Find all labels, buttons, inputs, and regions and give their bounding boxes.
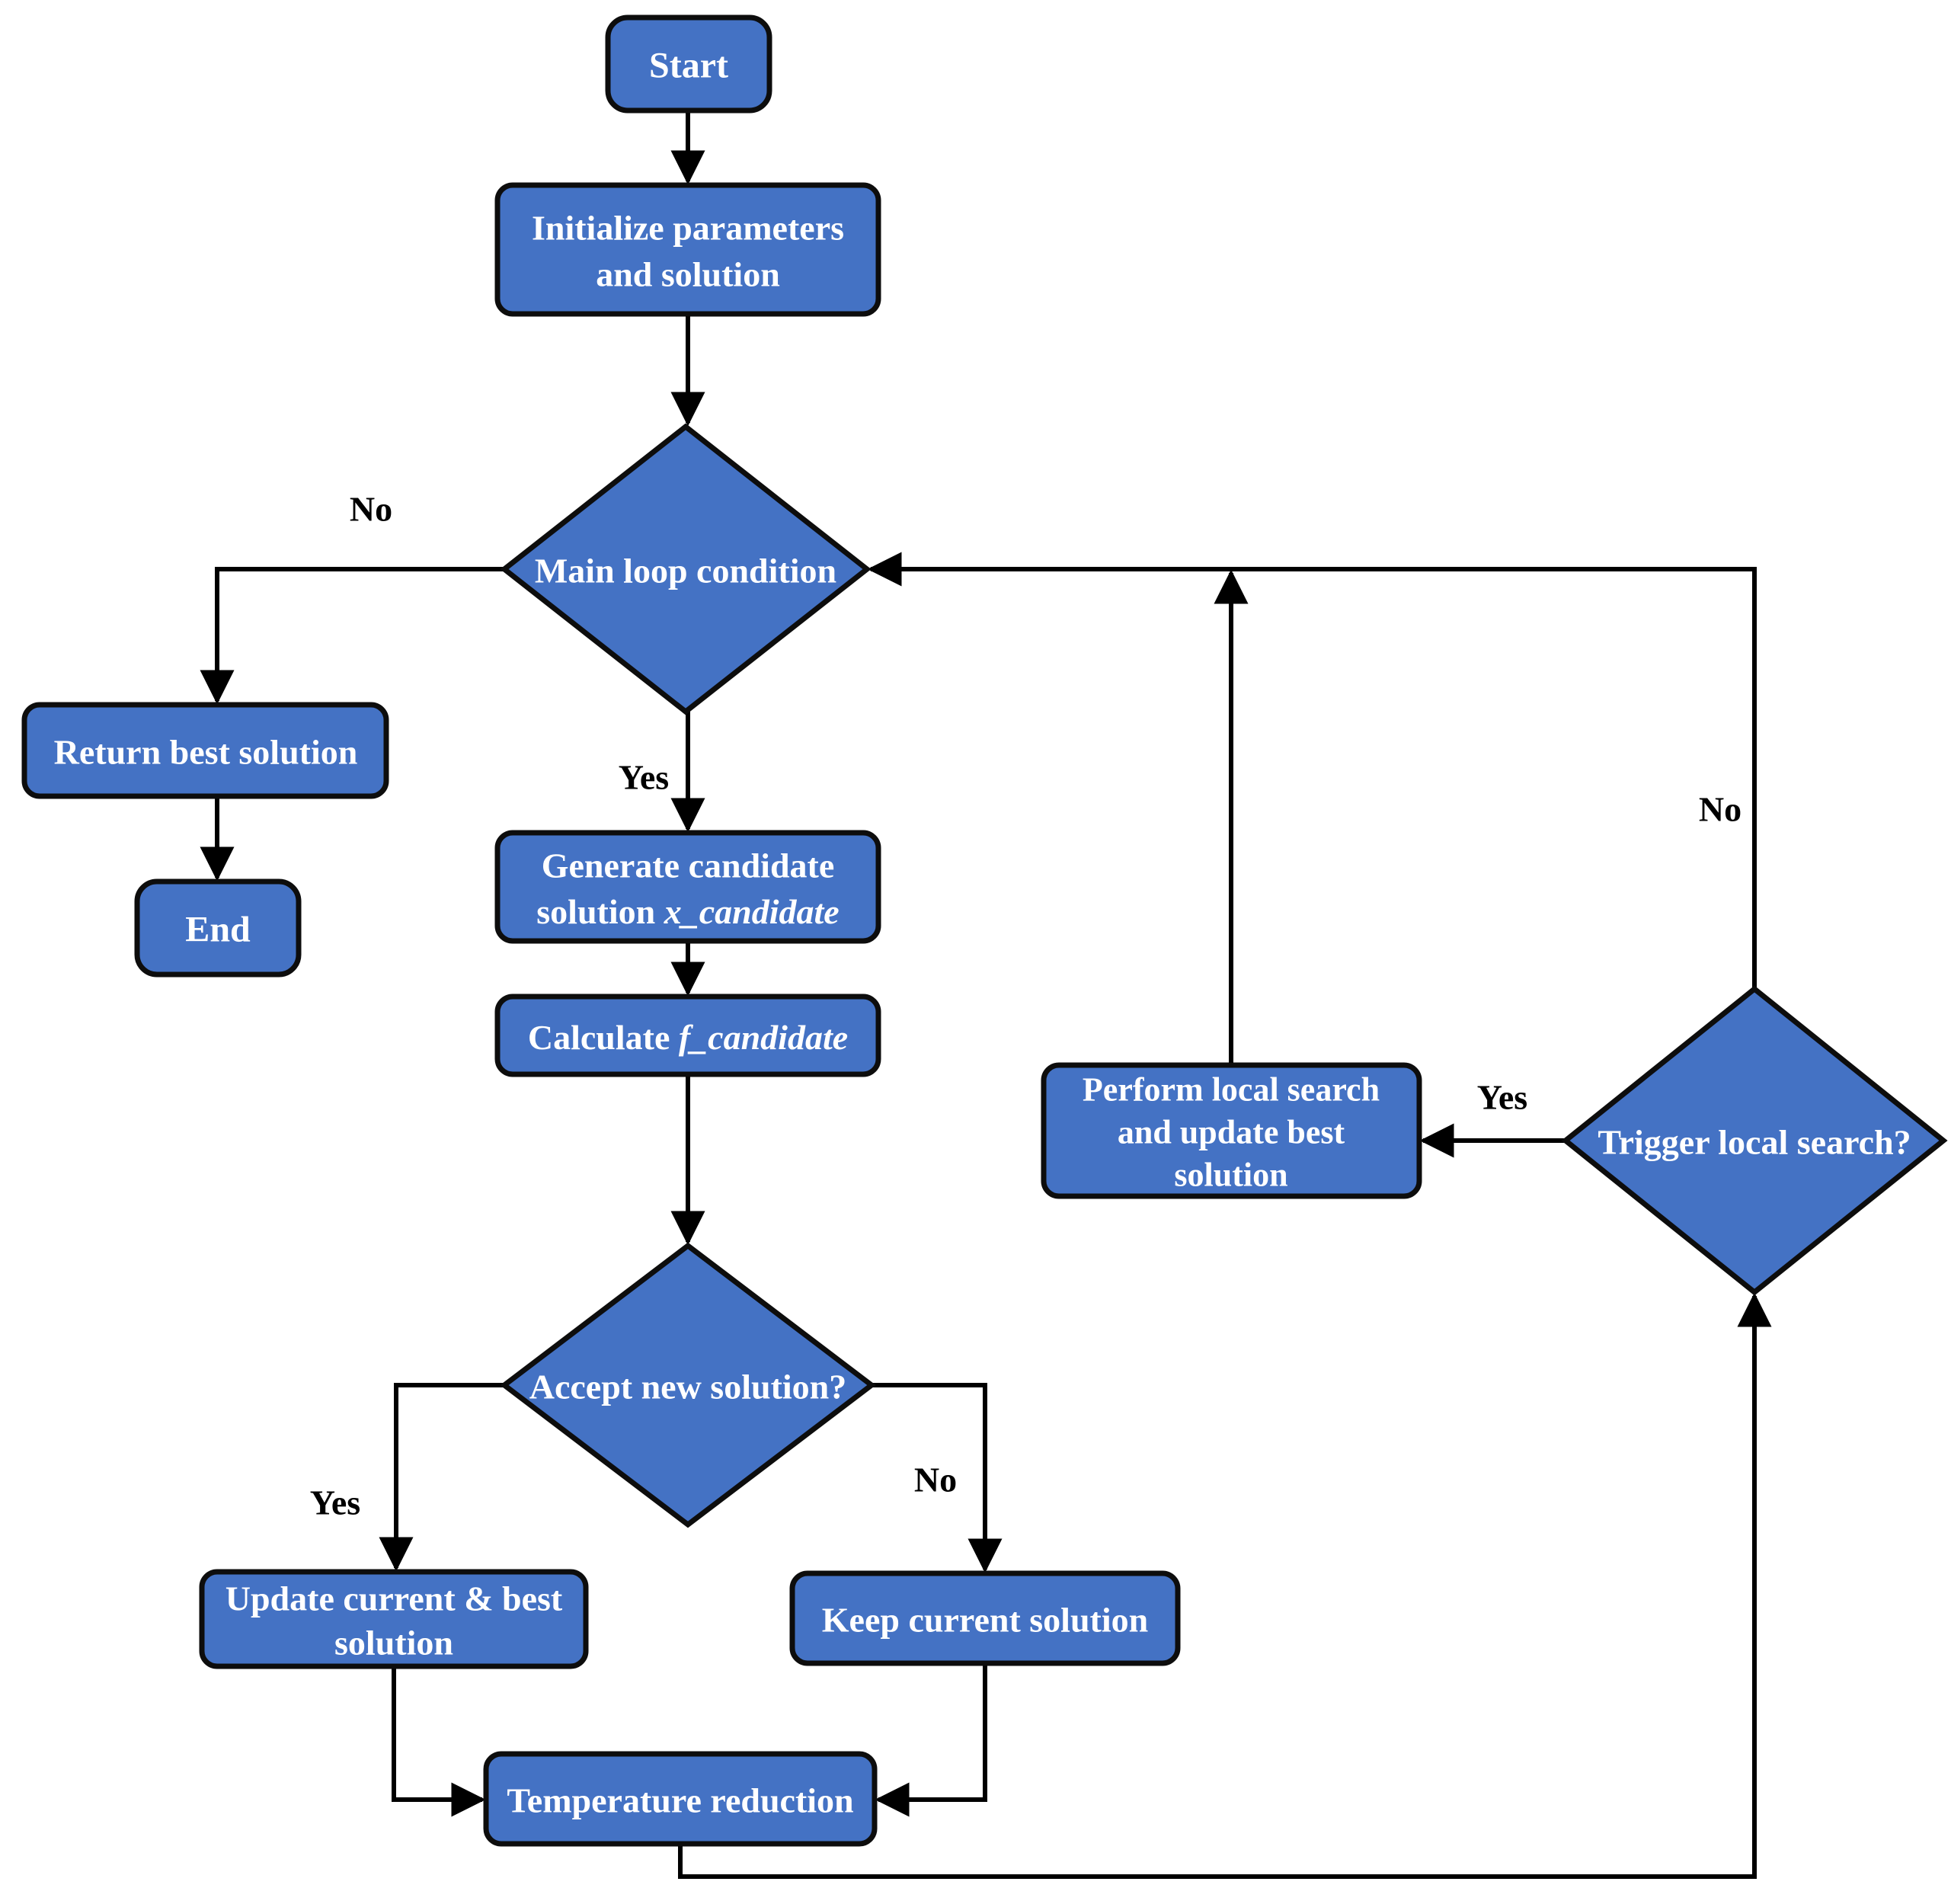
temperature-label: Temperature reduction — [507, 1781, 853, 1820]
node-accept-new-solution: Accept new solution? — [500, 1242, 876, 1528]
edge-keep-to-temperature — [875, 1663, 987, 1817]
node-initialize: Initialize parameters and solution — [494, 182, 881, 317]
label-trigger-no: No — [1699, 790, 1742, 829]
trigger-decision-shape — [1561, 985, 1948, 1296]
calculate-label: Calculate f_candidate — [528, 1018, 848, 1057]
generate-label-line2-plain: solution — [536, 892, 664, 931]
main-loop-decision-shape — [500, 423, 872, 715]
edge-mainloop-no-to-return — [200, 567, 504, 705]
node-temperature-reduction: Temperature reduction — [483, 1751, 878, 1847]
node-start: Start — [605, 14, 772, 114]
update-label-line2: solution — [334, 1624, 453, 1662]
generate-process-shape — [494, 830, 881, 944]
node-end: End — [134, 878, 302, 978]
generate-label-line2-italic: x_candidate — [664, 892, 840, 931]
label-trigger-yes: Yes — [1477, 1078, 1527, 1117]
label-accept-yes: Yes — [310, 1483, 360, 1522]
trigger-label: Trigger local search? — [1598, 1123, 1911, 1162]
perform-label-line2: and update best — [1118, 1114, 1345, 1151]
edge-labels: No Yes Yes No Yes No — [310, 490, 1742, 1522]
node-main-loop-condition: Main loop condition — [500, 423, 872, 715]
end-label: End — [185, 910, 251, 950]
initialize-label-line2: and solution — [596, 255, 780, 294]
start-terminator-shape — [605, 14, 772, 114]
accept-label: Accept new solution? — [529, 1368, 847, 1406]
edge-accept-no-to-keep — [872, 1383, 1003, 1573]
calculate-process-shape — [494, 994, 881, 1077]
accept-decision-shape — [500, 1242, 876, 1528]
node-generate-candidate: Generate candidate solution x_candidate — [494, 830, 881, 944]
edge-temperature-to-trigger — [678, 1292, 1772, 1879]
label-mainloop-no: No — [350, 490, 392, 529]
edge-trigger-no-to-mainloop — [867, 552, 1757, 989]
end-terminator-shape — [134, 878, 302, 978]
node-perform-local-search: Perform local search and update best sol… — [1041, 1062, 1422, 1199]
node-trigger-local-search: Trigger local search? — [1561, 985, 1948, 1296]
generate-label-line2: solution x_candidate — [536, 892, 839, 931]
main-loop-label: Main loop condition — [535, 552, 836, 590]
label-accept-no: No — [914, 1461, 957, 1499]
perform-label-line3: solution — [1174, 1157, 1287, 1194]
temperature-process-shape — [483, 1751, 878, 1847]
calculate-label-plain: Calculate — [528, 1018, 679, 1057]
edges — [200, 110, 1772, 1879]
generate-label-line1: Generate candidate — [542, 846, 835, 885]
node-keep-current-solution: Keep current solution — [789, 1570, 1181, 1666]
return-best-process-shape — [21, 702, 389, 799]
node-return-best-solution: Return best solution — [21, 702, 389, 799]
keep-process-shape — [789, 1570, 1181, 1666]
node-calculate-fcandidate: Calculate f_candidate — [494, 994, 881, 1077]
initialize-label-line1: Initialize parameters — [532, 209, 844, 248]
update-label-line1: Update current & best — [225, 1579, 563, 1618]
perform-process-shape — [1041, 1062, 1422, 1199]
start-label: Start — [649, 46, 728, 86]
initialize-process-shape — [494, 182, 881, 317]
calculate-label-italic: f_candidate — [679, 1018, 848, 1057]
label-mainloop-yes: Yes — [619, 758, 669, 797]
perform-label-line1: Perform local search — [1083, 1071, 1380, 1109]
edge-update-to-temperature — [392, 1666, 486, 1817]
edge-accept-yes-to-update — [379, 1383, 504, 1572]
update-process-shape — [199, 1569, 589, 1669]
keep-label: Keep current solution — [822, 1601, 1148, 1640]
return-best-label: Return best solution — [54, 733, 358, 772]
node-update-current-best: Update current & best solution — [199, 1569, 589, 1669]
